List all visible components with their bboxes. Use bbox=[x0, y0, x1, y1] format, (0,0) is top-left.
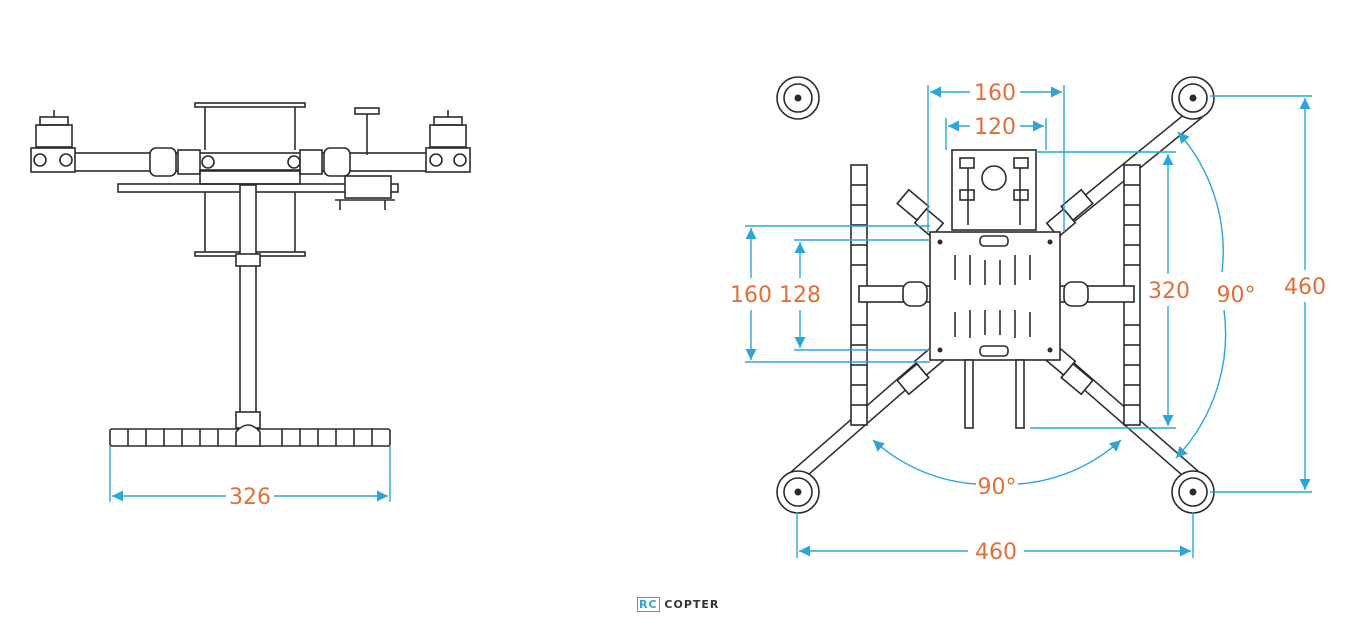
side-view: 326 bbox=[30, 102, 471, 510]
dim-left-outer-label: 160 bbox=[730, 283, 772, 308]
dim-top-outer-label: 160 bbox=[974, 81, 1016, 106]
top-plate-frame bbox=[194, 102, 306, 150]
dim-left-outer: 160 bbox=[730, 225, 930, 363]
motor-front-left bbox=[776, 76, 820, 120]
angle-arc-bottom: 90° bbox=[872, 439, 1122, 500]
dim-top-outer: 160 bbox=[927, 81, 1065, 232]
landing-leg bbox=[235, 184, 261, 429]
side-width-dimension: 326 bbox=[109, 446, 391, 510]
dim-right-inner: 320 bbox=[1030, 151, 1190, 429]
logo-prefix: RC bbox=[637, 597, 660, 612]
arm-tube bbox=[69, 152, 441, 172]
dim-right-inner-label: 320 bbox=[1148, 279, 1190, 304]
arm-clamps bbox=[149, 147, 351, 177]
logo-suffix: COPTER bbox=[664, 598, 720, 611]
landing-skid bbox=[109, 424, 391, 447]
top-view: 160 120 160 128 bbox=[730, 76, 1326, 565]
dim-top-inner-label: 120 bbox=[974, 115, 1016, 140]
motor-front-right bbox=[1171, 76, 1215, 120]
center-body-plate bbox=[929, 231, 1061, 361]
angle-arc-right: 90° bbox=[1175, 131, 1256, 459]
angle-right-label: 90° bbox=[1217, 283, 1256, 308]
dim-right-outer: 460 bbox=[1210, 95, 1326, 493]
center-plate bbox=[117, 169, 399, 193]
rc-copter-logo: RC COPTER bbox=[637, 597, 720, 612]
dim-right-outer-label: 460 bbox=[1284, 275, 1326, 300]
dim-left-inner: 128 bbox=[779, 239, 930, 351]
dim-bottom-width-label: 460 bbox=[975, 540, 1017, 565]
side-width-label: 326 bbox=[229, 485, 271, 510]
dim-top-inner: 120 bbox=[945, 115, 1047, 150]
gimbal-plate bbox=[951, 149, 1037, 231]
dim-left-inner-label: 128 bbox=[779, 283, 821, 308]
right-motor bbox=[425, 110, 471, 173]
battery-rails bbox=[964, 359, 1025, 429]
motor-rear-left bbox=[776, 470, 820, 514]
angle-bottom-label: 90° bbox=[978, 475, 1017, 500]
motor-rear-right bbox=[1171, 470, 1215, 514]
gimbal-mount bbox=[335, 107, 395, 210]
dim-bottom-width: 460 bbox=[796, 512, 1194, 565]
left-motor bbox=[30, 110, 76, 173]
